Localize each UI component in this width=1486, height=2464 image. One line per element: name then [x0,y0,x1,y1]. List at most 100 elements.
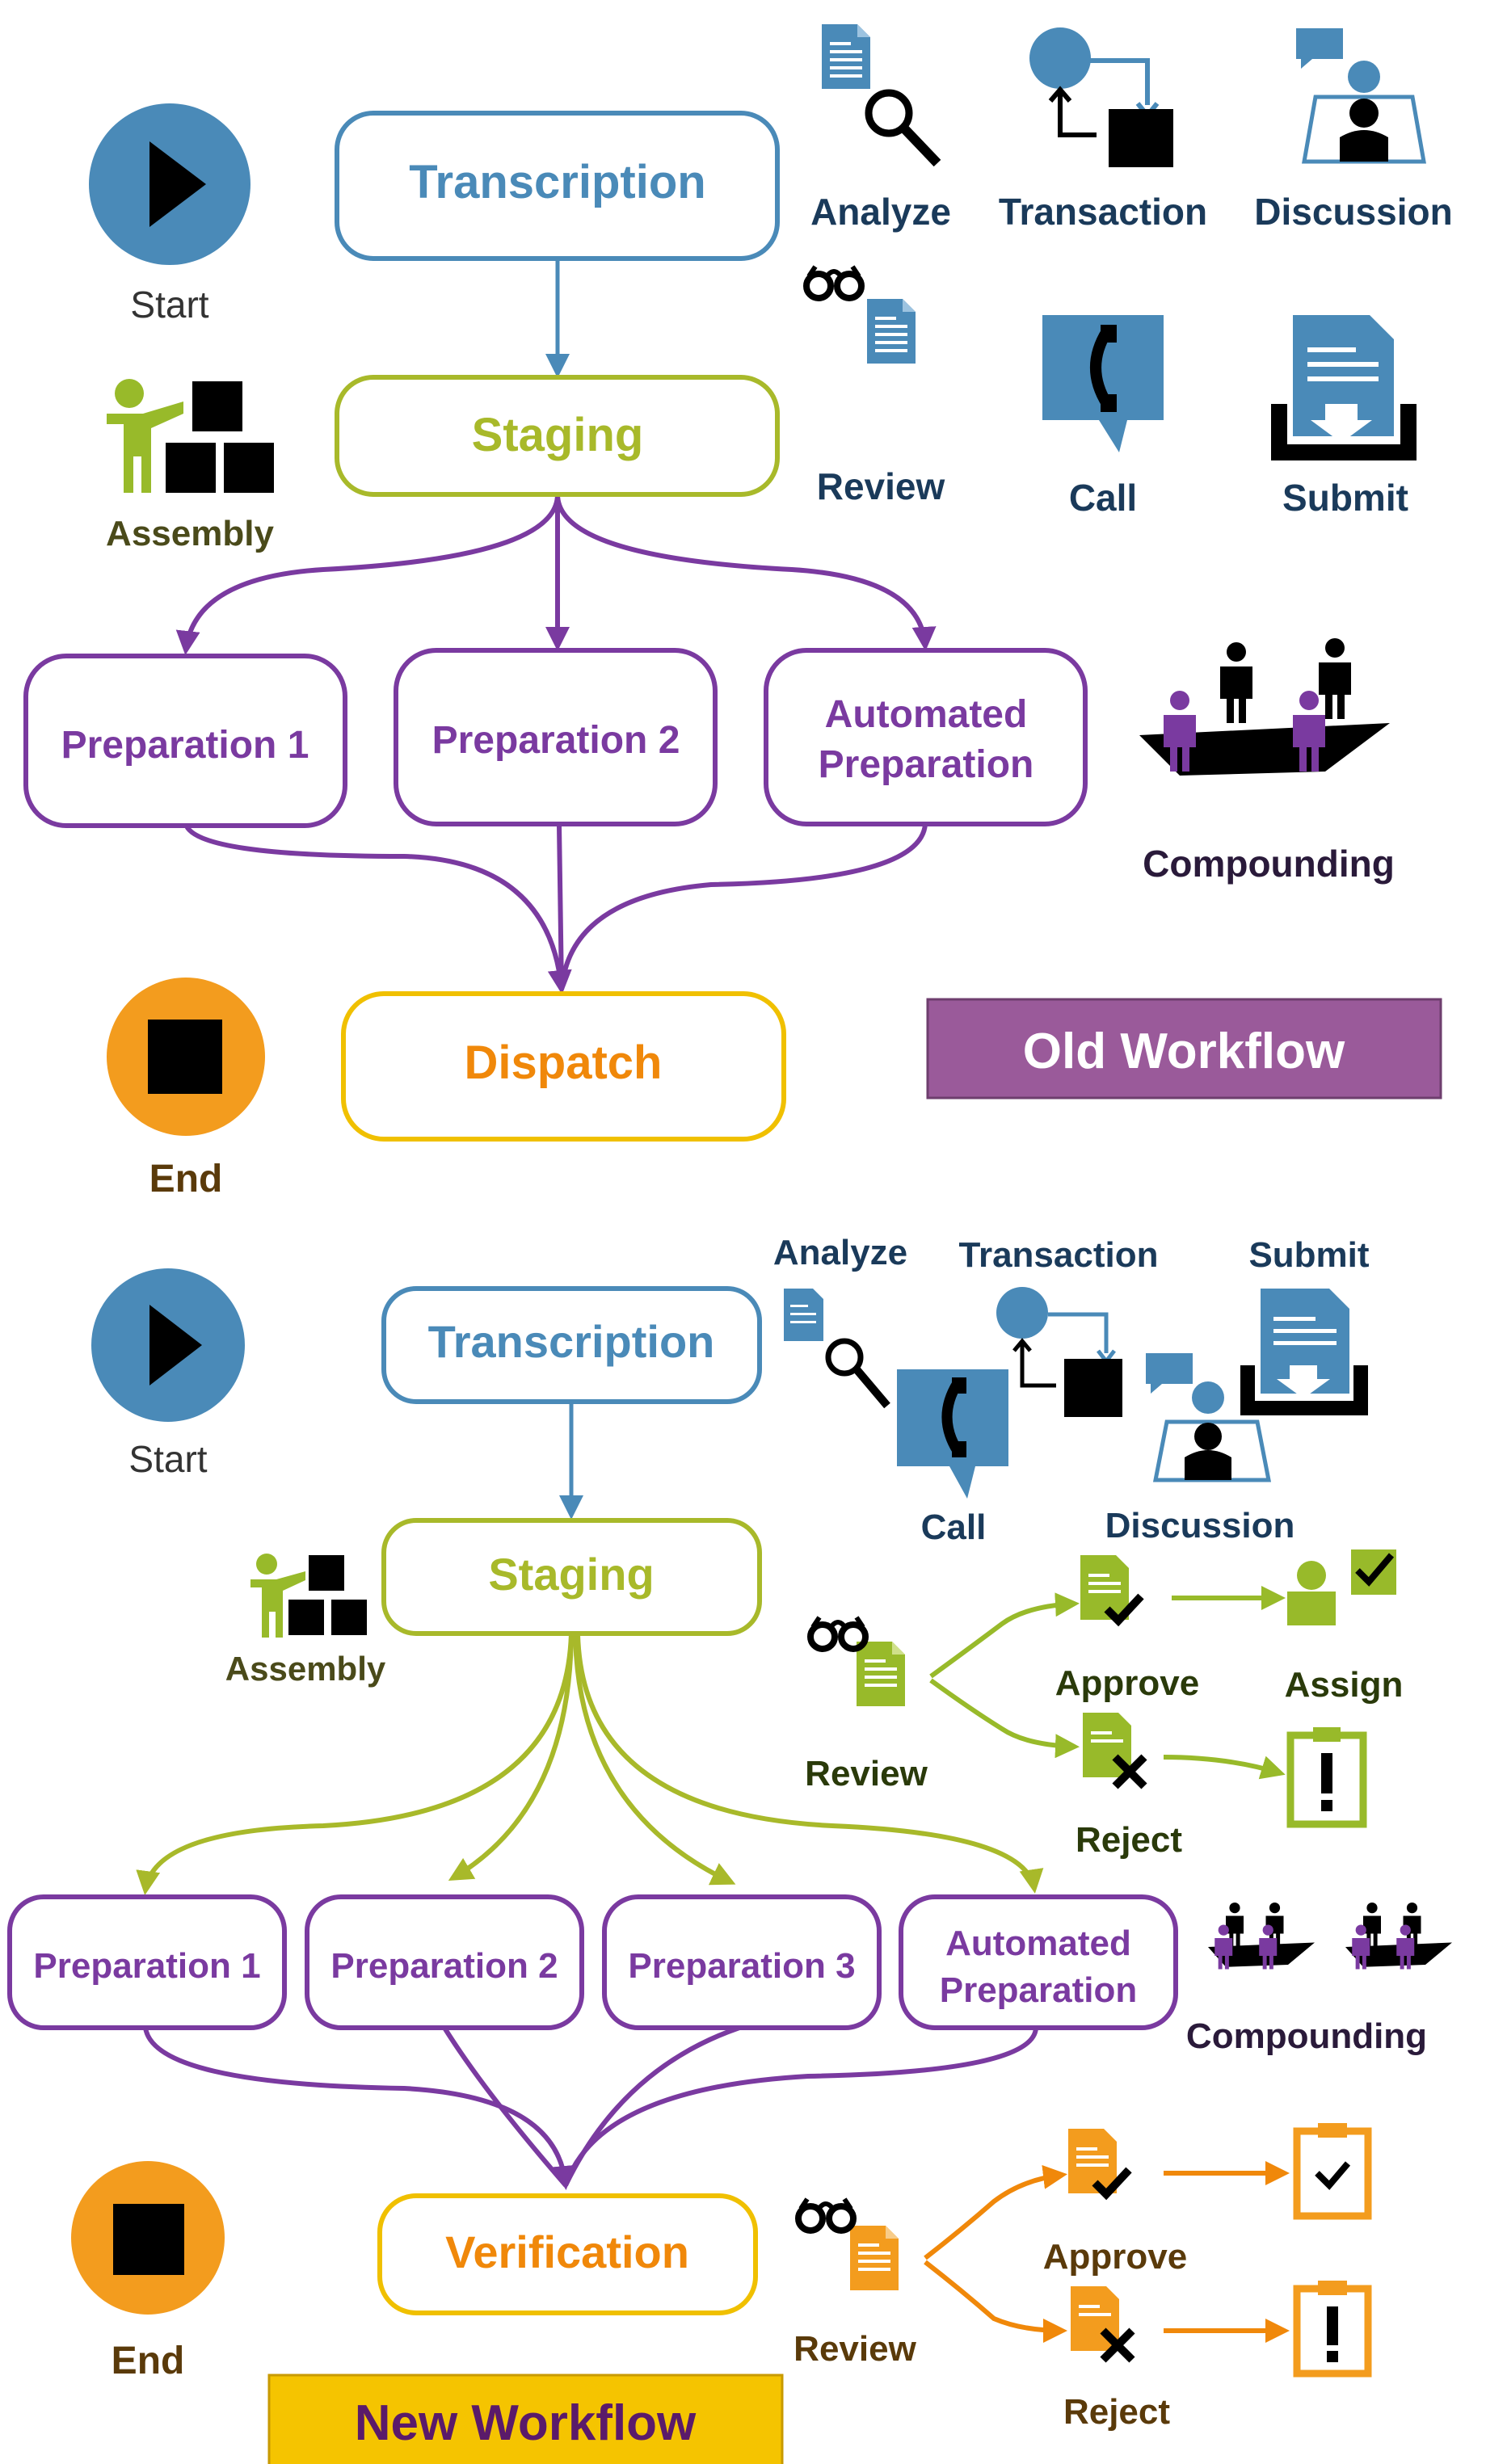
analyze-icon-new [784,1289,890,1409]
assign-icon-new [1287,1549,1396,1625]
arrow-auto-dispatch-old [559,823,928,990]
prep1-box-new [7,1894,287,2030]
submit-icon-old [1271,315,1417,460]
call-icon-new [897,1369,1008,1499]
prep3-label-new: Preparation 3 [628,1946,855,1986]
end-label-new: End [112,2340,185,2382]
start-label-new: Start [128,1438,207,1480]
compounding-icon-old [1139,638,1390,776]
transcription-label-old: Transcription [409,156,705,208]
approve-label-new: Approve [1055,1663,1199,1703]
call-icon-old [1042,315,1164,452]
auto-box-new [899,1894,1178,2030]
arrow-staging-prep2-new [448,1633,574,1882]
approve-icon-new [1080,1555,1141,1621]
end-icon-old [107,978,265,1136]
prep2-box-new [305,1894,584,2030]
reject-label-new: Reject [1076,1820,1182,1860]
staging-label-old: Staging [472,409,644,461]
prep2-label-new: Preparation 2 [330,1946,558,1986]
staging-box-old [335,375,780,497]
submit-icon-new [1240,1289,1368,1415]
arrow-staging-auto-new [575,1633,1044,1894]
discussion-label-new: Discussion [1105,1506,1295,1545]
assembly-label-old: Assembly [106,514,274,553]
arrow-prep2-dispatch-old [557,825,564,990]
prep3-box-new [602,1894,882,2030]
transaction-icon-old [1029,27,1173,167]
submit-label-old: Submit [1282,477,1408,519]
approve2-icon-new [1068,2129,1129,2194]
checked-clipboard-icon-new [1293,2123,1372,2220]
prep1-label-new: Preparation 1 [33,1946,260,1986]
discussion-icon-old [1296,28,1426,164]
end-icon-new [71,2161,225,2315]
new-workflow-badge-text: New Workflow [355,2395,697,2451]
reject2-label-new: Reject [1063,2392,1170,2432]
end-label-old: End [149,1158,223,1200]
prep1-box-old [23,654,347,828]
auto-label-line1-new: Automated [945,1924,1131,1963]
call-label-new: Call [921,1507,987,1547]
prep2-box-old [394,648,718,826]
compounding-label-old: Compounding [1143,843,1395,885]
reject2-icon-new [1071,2286,1132,2360]
approve2-label-new: Approve [1043,2237,1187,2277]
start-label-old: Start [130,284,208,326]
start-icon-new [91,1268,245,1422]
transcription-box-new [381,1286,762,1404]
arrow-reject-alert-new [1163,1755,1286,1780]
arrow-prep1-dispatch-old [183,822,572,994]
verification-box-new [377,2193,758,2315]
submit-label-new: Submit [1248,1235,1369,1275]
auto-label-line2-new: Preparation [940,1970,1138,2010]
compounding-icon-new [1208,1903,1452,1970]
dispatch-label-old: Dispatch [465,1036,663,1089]
analyze-label-new: Analyze [773,1233,907,1272]
transaction-label-old: Transaction [999,191,1207,233]
auto-label-line1-old: Automated [825,693,1028,736]
assembly-icon-new [250,1554,367,1638]
old-workflow-badge [926,998,1442,1100]
discussion-icon-new [1146,1353,1272,1482]
arrow-prep2-verification-new [442,2026,568,2187]
dispatch-box-old [341,991,786,1142]
transaction-label-new: Transaction [959,1235,1159,1275]
assembly-icon-old [107,379,274,493]
auto-box-old [764,648,1088,826]
transaction-icon-new [996,1287,1122,1417]
review-icon-old [806,267,916,364]
reject-icon-new [1083,1713,1144,1786]
arrow-staging-prep1-new [136,1633,574,1895]
arrow-auto-verification-new [563,2027,1038,2186]
call-label-old: Call [1069,477,1137,519]
transcription-label-new: Transcription [428,1316,715,1367]
verification-label-new: Verification [445,2226,689,2277]
old-workflow-badge-text: Old Workflow [1023,1024,1345,1079]
start-icon-old [89,103,250,265]
compounding-label-new: Compounding [1186,2016,1427,2056]
assembly-label-new: Assembly [225,1650,386,1688]
arrow-staging-prep1-old [175,494,560,655]
review-icon-new [810,1617,905,1706]
analyze-icon-old [822,24,941,167]
arrow-review2-reject2-new [924,2260,1067,2343]
assign-label-new: Assign [1285,1665,1404,1705]
discussion-label-old: Discussion [1254,191,1452,233]
arrow-staging-prep3-new [573,1633,736,1886]
transcription-box-old [335,111,780,261]
review-label-new: Review [805,1754,928,1793]
prep1-label-old: Preparation 1 [61,724,309,767]
alert-clipboard-icon-new [1286,1727,1367,1828]
auto-label-line2-old: Preparation [819,743,1034,786]
staging-box-new [381,1518,762,1636]
analyze-label-old: Analyze [810,191,951,233]
staging-label-new: Staging [488,1549,654,1600]
alert-clipboard2-icon-new [1293,2281,1372,2378]
new-workflow-badge [267,2374,784,2464]
review2-icon-new [798,2199,899,2290]
review-label-old: Review [817,465,945,507]
arrow-staging-auto-old [555,494,937,651]
arrow-review-reject-new [929,1678,1080,1759]
